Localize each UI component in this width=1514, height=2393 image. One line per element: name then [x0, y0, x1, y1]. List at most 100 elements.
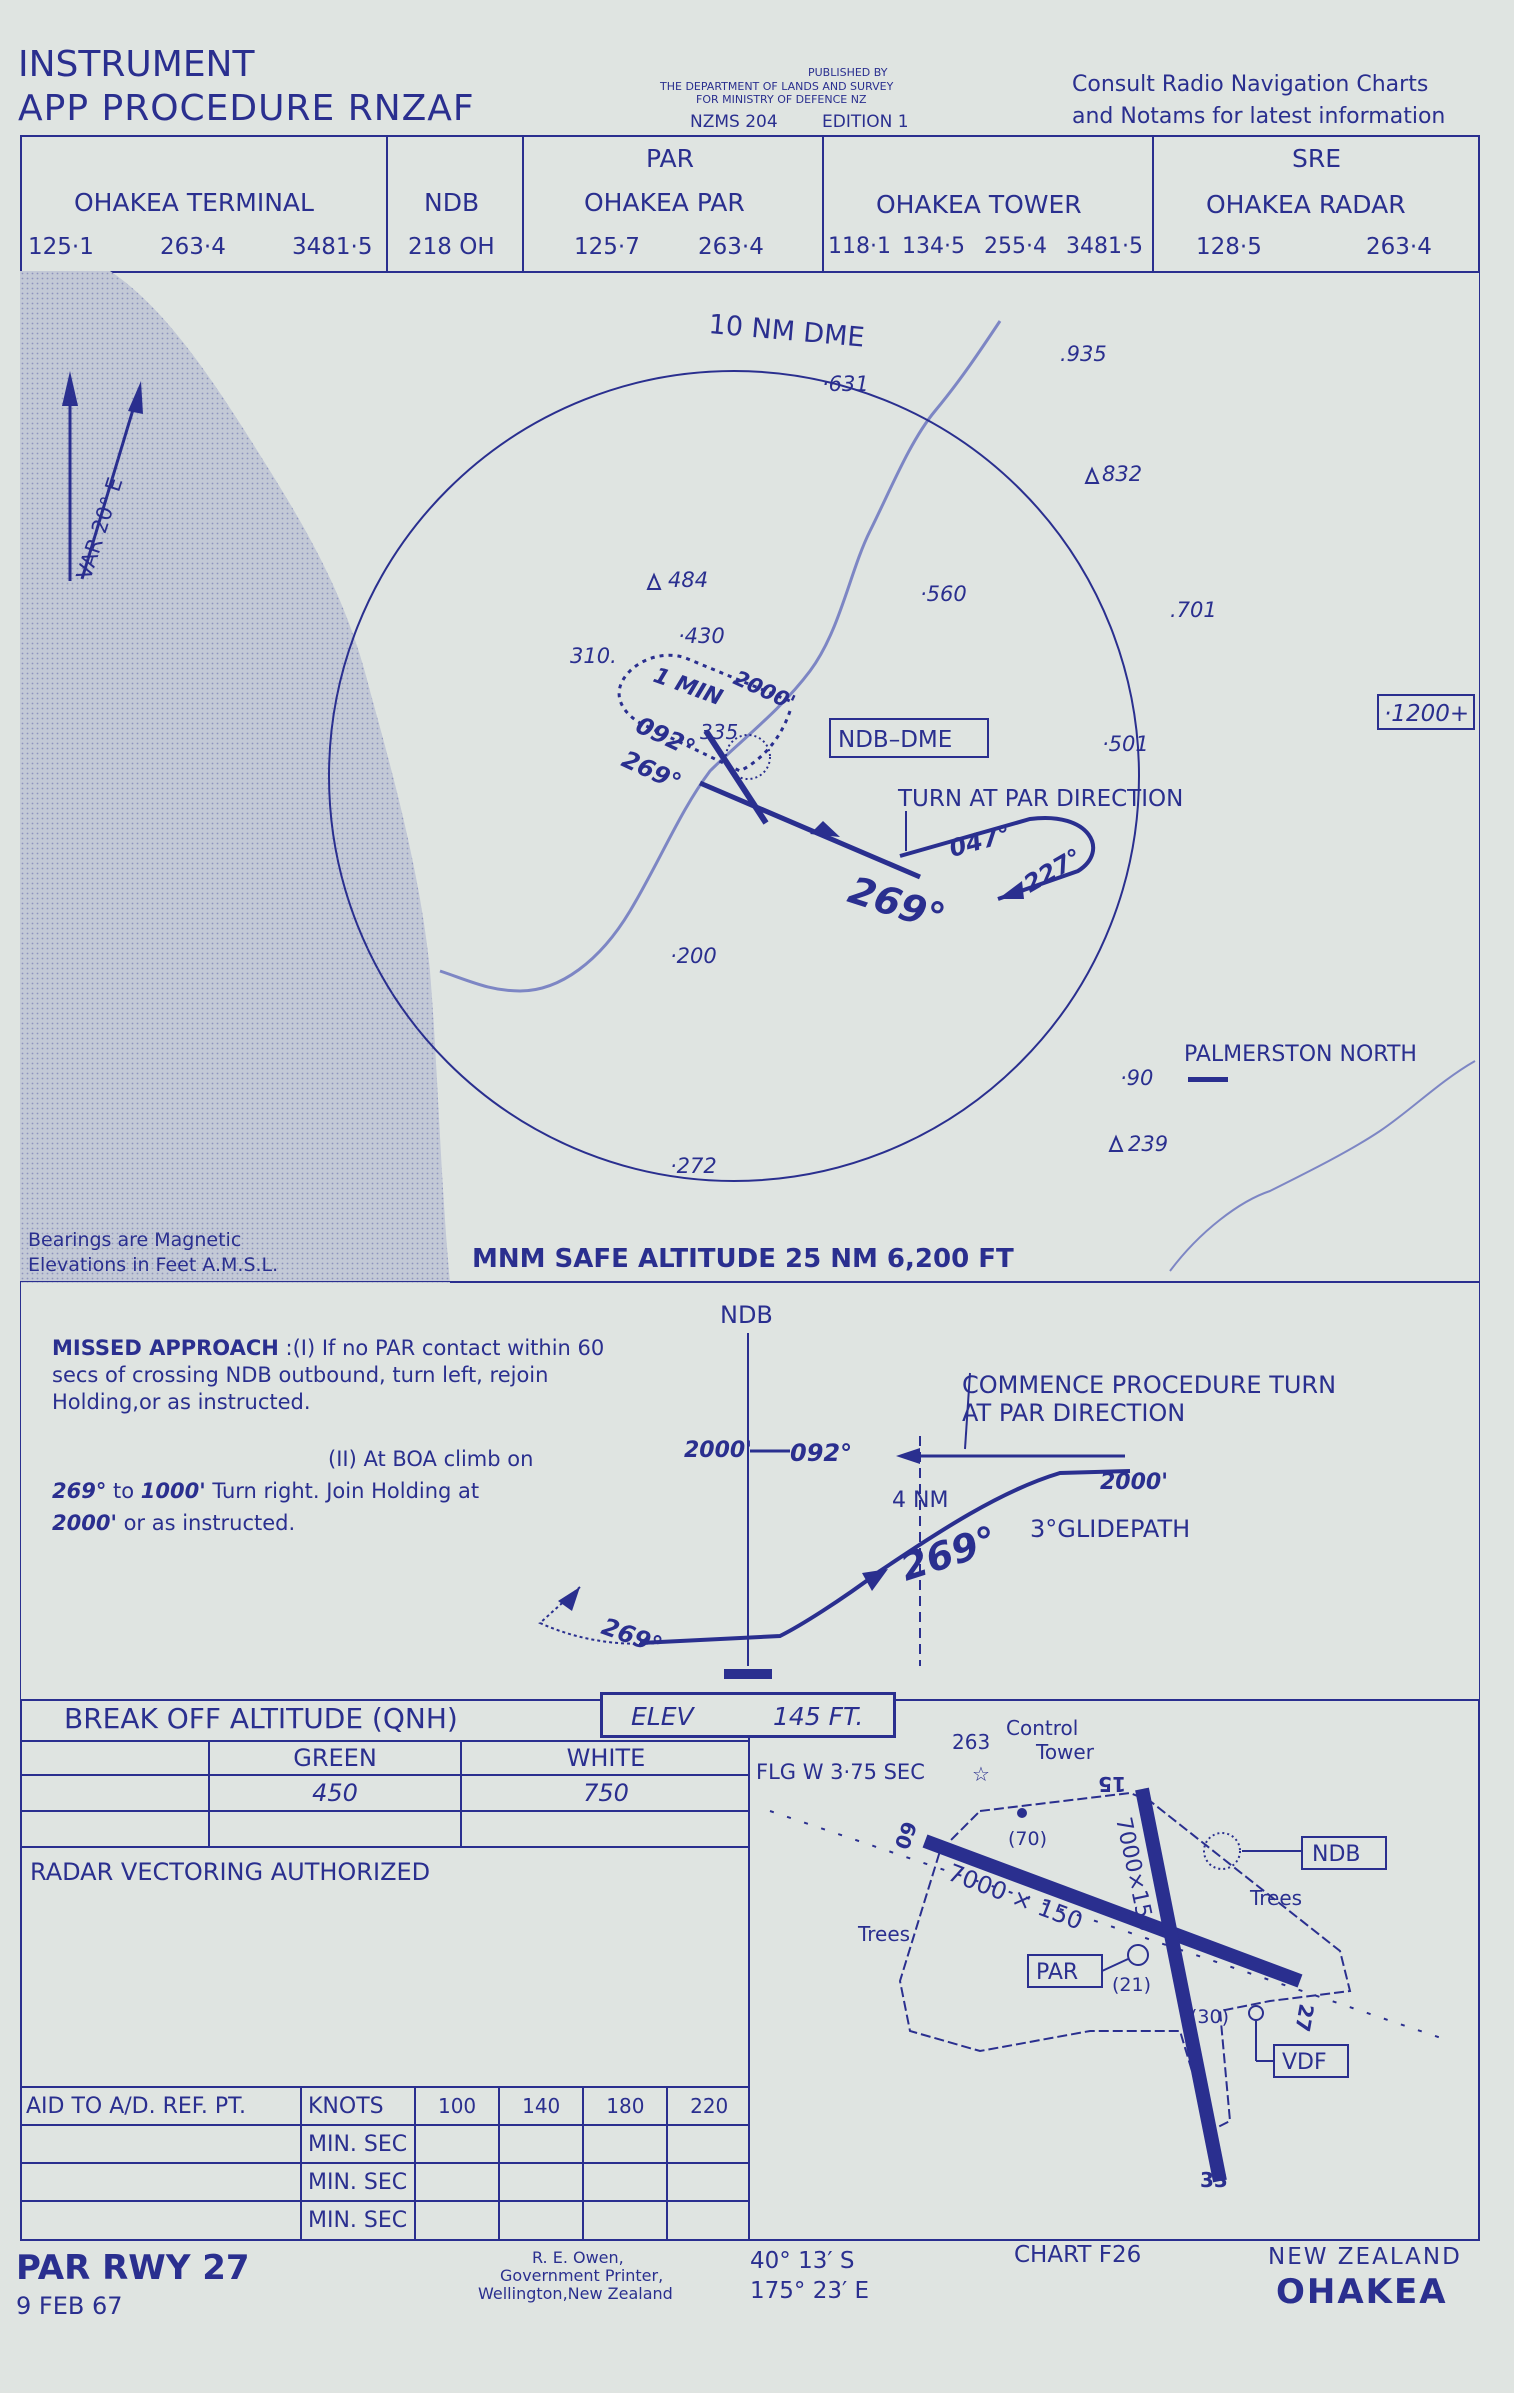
turn-047: 047°: [946, 820, 1013, 863]
tower-label-2: Tower: [1035, 1740, 1095, 1764]
svg-text:·501: ·501: [1102, 732, 1149, 756]
white-value: 750: [460, 1774, 750, 1812]
min-sec-row-3: MIN. SEC: [300, 2200, 416, 2239]
tower-freq-1: 118·1: [828, 234, 891, 259]
tower-name: OHAKEA TOWER: [876, 190, 1082, 219]
freq-divider-1: [386, 135, 388, 273]
tower-freq-4: 3481·5: [1066, 234, 1143, 259]
svg-text:·560: ·560: [920, 582, 967, 606]
beacon-light: FLG W 3·75 SEC: [756, 1760, 925, 1784]
aerodrome-diagram: FLG W 3·75 SEC 263 Control Tower (70) ☆ …: [756, 1716, 1451, 2192]
procedure-name: PAR RWY 27: [16, 2248, 250, 2288]
ndb-dme-label: NDB–DME: [838, 727, 952, 753]
town-label: PALMERSTON NORTH: [1184, 1042, 1417, 1067]
dme-ring: [328, 370, 1140, 1182]
procedure-turn: [899, 815, 1096, 901]
missed-clause-1: :(I) If no PAR contact within 60 secs of…: [52, 1336, 605, 1414]
turn-227: 227°: [1019, 843, 1087, 898]
ndb-aerodrome-icon: [1203, 1832, 1241, 1870]
printer-line2: Government Printer,: [500, 2266, 664, 2285]
aerodrome-panel: [748, 1699, 1480, 2241]
tower-elevation: 263: [952, 1730, 990, 1754]
runway-end-15: 15: [1098, 1772, 1126, 1796]
terminal-freq-1: 125·1: [28, 234, 94, 260]
turn-note: TURN AT PAR DIRECTION: [897, 786, 1183, 812]
distance-label: 4 NM: [892, 1488, 948, 1513]
consult-line1: Consult Radio Navigation Charts: [1072, 72, 1429, 97]
col-green: GREEN: [208, 1740, 462, 1776]
col-white: WHITE: [460, 1740, 750, 1776]
missed-clause-2a: (II) At BOA climb on: [328, 1447, 534, 1471]
radar-freq-2: 263·4: [1366, 234, 1432, 260]
glidepath-label: 3°GLIDEPATH: [1030, 1515, 1190, 1543]
svg-text:.935: .935: [1060, 342, 1107, 366]
par-name: OHAKEA PAR: [584, 188, 745, 217]
svg-text:310.: 310.: [570, 644, 617, 668]
tower-label-1: Control: [1006, 1716, 1078, 1740]
speed-220: 220: [666, 2086, 750, 2126]
elevation-value: 145 FT.: [773, 1702, 864, 1731]
par-label: PAR: [1036, 1960, 1078, 1985]
missed-clause-2f: 2000': [52, 1511, 117, 1535]
title-line2: APP PROCEDURE RNZAF: [18, 88, 475, 129]
missed-title: MISSED APPROACH: [52, 1336, 279, 1360]
published-line1: PUBLISHED BY: [808, 66, 888, 79]
missed-clause-2c: to: [106, 1479, 141, 1503]
missed-clause-2e: Turn right. Join Holding at: [205, 1479, 480, 1503]
series-number: NZMS 204: [690, 112, 778, 132]
freq-divider-3: [822, 135, 824, 273]
missed-approach-text: MISSED APPROACH :(I) If no PAR contact w…: [52, 1335, 612, 1416]
svg-text:·200: ·200: [670, 944, 717, 968]
ndb-station: [725, 734, 771, 780]
speed-140: 140: [498, 2086, 585, 2126]
runway-09-27: [922, 1834, 1303, 1988]
published-line3: FOR MINISTRY OF DEFENCE NZ: [696, 93, 867, 106]
trees-left: Trees: [857, 1922, 910, 1946]
svg-text:484: 484: [668, 568, 708, 592]
freq-divider-4: [1152, 135, 1154, 273]
track-092: 092°: [790, 1439, 852, 1467]
latitude: 40° 13′ S: [750, 2248, 855, 2274]
chart-date: 9 FEB 67: [16, 2292, 123, 2320]
final-course: 269°: [843, 868, 950, 940]
bearings-note: Bearings are Magnetic: [28, 1229, 241, 1251]
par-freq-2: 263·4: [698, 234, 764, 260]
minima-panel: [20, 1699, 750, 2241]
commence-line1: COMMENCE PROCEDURE TURN: [962, 1371, 1336, 1399]
missed-clause-2g: or as instructed.: [116, 1511, 296, 1535]
terminal-name: OHAKEA TERMINAL: [74, 188, 314, 217]
commence-line2: AT PAR DIRECTION: [962, 1399, 1185, 1427]
runway-end-27: 27: [1290, 2002, 1318, 2034]
runway-end-33: 33: [1200, 2168, 1228, 2192]
tower-height: (70): [1008, 1828, 1047, 1850]
printer-line3: Wellington,New Zealand: [478, 2284, 673, 2303]
terminal-freq-2: 263·4: [160, 234, 226, 260]
holding-altitude: 2000': [730, 666, 799, 715]
vdf-icon: [1248, 2005, 1264, 2021]
title-line1: INSTRUMENT: [18, 44, 255, 85]
svg-text:·272: ·272: [670, 1154, 717, 1178]
aerodrome-name: OHAKEA: [1276, 2272, 1448, 2312]
par-top: PAR: [646, 144, 694, 173]
star-icon: ☆: [972, 1762, 990, 1786]
ndb-aerodrome-label: NDB: [1312, 1842, 1361, 1867]
missed-approach-text-2: (II) At BOA climb on 269° to 1000' Turn …: [52, 1443, 612, 1539]
radar-vectoring: RADAR VECTORING AUTHORIZED: [30, 1858, 431, 1886]
minimum-safe-altitude: MNM SAFE ALTITUDE 25 NM 6,200 FT: [472, 1244, 1014, 1274]
river: [439, 320, 1002, 993]
outer-altitude: ·1200+: [1384, 701, 1469, 727]
trees-right: Trees: [1249, 1886, 1302, 1910]
speed-100: 100: [413, 2086, 501, 2126]
radar-freq-1: 128·5: [1196, 234, 1262, 260]
runway-15-33: [1135, 1787, 1227, 2183]
country: NEW ZEALAND: [1268, 2244, 1462, 2270]
min-sec-row-1: MIN. SEC: [300, 2124, 416, 2164]
longitude: 175° 23′ E: [750, 2278, 870, 2304]
svg-text:·90: ·90: [1120, 1066, 1153, 1090]
glidepath-line: [639, 1469, 1131, 1645]
altitude-left: 2000': [684, 1438, 752, 1463]
road: [1169, 1060, 1476, 1272]
svg-text:·631: ·631: [822, 372, 869, 396]
published-line2: THE DEPARTMENT OF LANDS AND SURVEY: [660, 80, 894, 93]
ndb-profile-label: NDB: [720, 1301, 773, 1329]
